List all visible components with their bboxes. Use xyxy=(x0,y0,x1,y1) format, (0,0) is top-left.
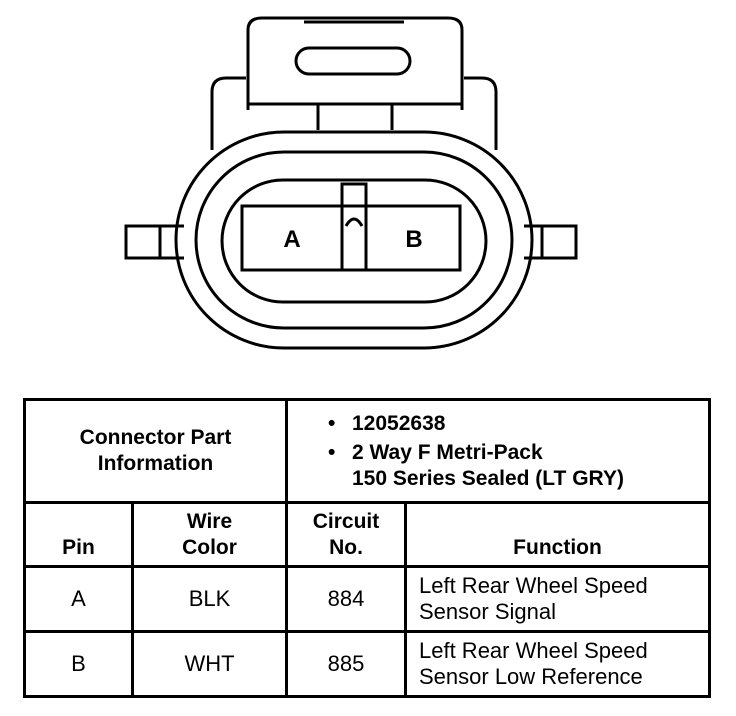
table-row: B WHT 885 Left Rear Wheel Speed Sensor L… xyxy=(23,630,712,698)
connector-body xyxy=(124,16,578,350)
header-wire-color: Wire Color xyxy=(131,501,288,568)
pin-a-label: A xyxy=(283,226,300,253)
seal-ring xyxy=(220,178,488,304)
circuit-cell: 884 xyxy=(285,565,407,633)
table-row: A BLK 884 Left Rear Wheel Speed Sensor S… xyxy=(23,565,712,633)
part-number: 12052638 xyxy=(352,411,446,435)
function-cell: Left Rear Wheel Speed Sensor Signal xyxy=(403,565,712,633)
function-cell: Left Rear Wheel Speed Sensor Low Referen… xyxy=(403,630,712,698)
wire-color-cell: WHT xyxy=(131,630,288,698)
function-line2: Sensor Low Reference xyxy=(419,664,643,689)
circuit-cell: 885 xyxy=(285,630,407,698)
part-info-list: • 12052638 • 2 Way F Metri-Pack 150 Seri… xyxy=(284,398,712,504)
pin-cell: A xyxy=(23,565,134,633)
header-circuit-line1: Circuit xyxy=(312,510,380,533)
header-wire-color-line2: Color xyxy=(182,536,237,559)
part-info-title-line2: Information xyxy=(97,452,214,475)
terminal-cavity xyxy=(240,204,462,272)
header-function: Function xyxy=(403,501,712,568)
connector-info-table: Connector Part Information • 12052638 • … xyxy=(23,398,712,698)
pin-b-label: B xyxy=(405,226,422,253)
header-wire-color-line1: Wire xyxy=(186,510,233,533)
connector-diagram: A B xyxy=(124,16,578,350)
bullet-icon: • xyxy=(328,440,336,464)
center-key xyxy=(340,182,368,270)
part-info-title: Connector Part Information xyxy=(23,398,288,504)
function-line1: Left Rear Wheel Speed xyxy=(419,638,648,663)
bullet-icon: • xyxy=(328,411,336,435)
inner-shell xyxy=(194,150,514,330)
connector-type: 2 Way F Metri-Pack 150 Series Sealed (LT… xyxy=(352,440,624,492)
part-info-title-line1: Connector Part xyxy=(79,426,232,449)
connector-type-line2: 150 Series Sealed (LT GRY) xyxy=(352,466,624,490)
header-pin: Pin xyxy=(23,501,134,568)
function-line2: Sensor Signal xyxy=(419,599,556,624)
pin-cell: B xyxy=(23,630,134,698)
left-ear xyxy=(124,224,184,260)
header-row: Pin Wire Color Circuit No. Function xyxy=(23,501,712,568)
connector-type-item: • 2 Way F Metri-Pack 150 Series Sealed (… xyxy=(328,440,708,492)
part-info-row: Connector Part Information • 12052638 • … xyxy=(23,398,712,504)
header-circuit-line2: No. xyxy=(329,536,363,559)
right-ear xyxy=(524,224,578,260)
header-circuit: Circuit No. xyxy=(285,501,407,568)
outer-shell xyxy=(174,130,534,350)
latch-slot xyxy=(294,46,412,76)
wire-color-cell: BLK xyxy=(131,565,288,633)
locking-tab xyxy=(246,16,464,110)
function-line1: Left Rear Wheel Speed xyxy=(419,573,648,598)
part-number-item: • 12052638 xyxy=(328,411,708,437)
connector-type-line1: 2 Way F Metri-Pack xyxy=(352,440,543,464)
